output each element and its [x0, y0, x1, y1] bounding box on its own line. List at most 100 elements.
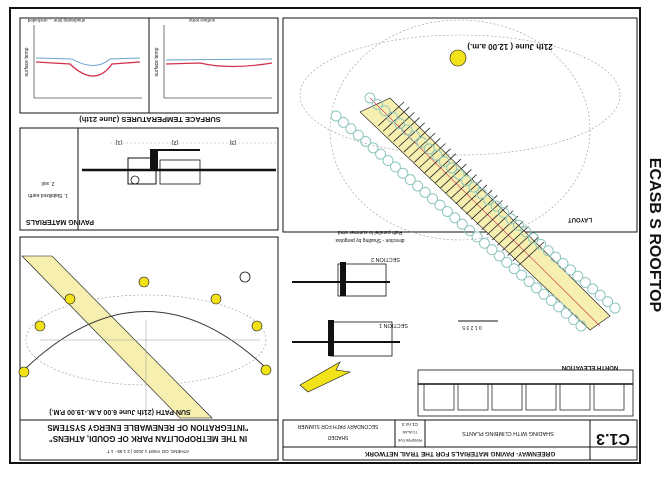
- tree-left: [419, 186, 431, 198]
- tree-left: [516, 269, 528, 281]
- temp-chart-right: surface temp surface temp: [154, 18, 273, 99]
- tree-left: [530, 282, 542, 294]
- project-title-line2: IN THE METROPOLITAN PARK OF GOUDI, ATHEN…: [49, 434, 247, 443]
- pergola-slat: [408, 132, 436, 158]
- layout-sun: [449, 49, 467, 67]
- chart-curve-blue: [35, 57, 141, 66]
- tree-left: [553, 301, 565, 313]
- tree-right: [512, 219, 524, 231]
- tree-right: [550, 251, 562, 263]
- sun-position: [260, 364, 272, 376]
- footer-ref-2: TO ALAN: [402, 430, 417, 434]
- paving-section-drawing: [82, 142, 276, 185]
- pergola-slat: [393, 117, 420, 142]
- tree-left: [427, 193, 439, 205]
- chart-ylabel: surface temp: [154, 47, 160, 76]
- pergola-slat: [419, 143, 446, 168]
- pergola-slat: [398, 122, 426, 148]
- tree-right: [542, 245, 554, 257]
- chart-curve-blue: [165, 58, 273, 61]
- temp-chart-left: shadowing time ... unshaded surface temp: [24, 18, 142, 99]
- tree-right: [423, 143, 435, 155]
- wind-arrow: [299, 361, 352, 393]
- side-title: ECASB S ROOFTOP: [646, 158, 663, 313]
- scale-bar-label: 0 1 2 3 5: [462, 324, 482, 330]
- paving-label-3: [3]: [229, 139, 236, 145]
- paving-note-2: 2. soil: [41, 180, 54, 186]
- pergola-hatch: [377, 101, 545, 267]
- footer-ref: C1 no 3: [402, 422, 418, 427]
- tree-right: [371, 98, 383, 110]
- tree-right: [431, 149, 443, 161]
- tree-right: [564, 264, 576, 276]
- footer-bar: [282, 419, 638, 461]
- tree-left: [441, 205, 453, 217]
- chart-curve-red: [165, 62, 273, 68]
- layout-drawing: [299, 19, 621, 331]
- pergola-slat: [496, 220, 524, 246]
- tree-right: [527, 232, 539, 244]
- pergola-slat: [382, 106, 410, 132]
- footer-title: GREENWAY- PAVING MATERIALS FOR THE TRAIL…: [364, 450, 555, 457]
- panel-title-layout: LAYOUT: [568, 216, 592, 222]
- tree-right: [394, 117, 406, 129]
- chart-ylabel: surface temp: [24, 47, 30, 76]
- tree-left: [568, 314, 580, 326]
- layout-path: [359, 97, 611, 331]
- sheet-code: C1.3: [596, 430, 630, 447]
- tree-right: [505, 213, 517, 225]
- panel-title-paving: PAVING MATERIALS: [26, 218, 94, 225]
- tree-left: [471, 231, 483, 243]
- tree-left: [404, 174, 416, 186]
- pergola-slat: [445, 169, 472, 194]
- tree-left: [560, 307, 572, 319]
- tree-right: [535, 238, 547, 250]
- footer-ref-3: PERSPEKTIVE: [397, 438, 422, 442]
- paving-panel: [19, 127, 279, 231]
- footer-secondary: SECONDARY PATH FOR SUMMER: [297, 423, 378, 429]
- pergola-slat: [450, 174, 477, 199]
- direction-note-1: Path parallel to summer wind: [338, 229, 403, 235]
- layout-sun-label: 21th June ( 12.00 a.m.): [467, 42, 553, 51]
- tree-left: [412, 180, 424, 192]
- pergola-slat: [512, 236, 540, 262]
- pergola-slat: [465, 189, 493, 215]
- tree-right: [498, 207, 510, 219]
- paving-label-2: [2]: [171, 139, 178, 145]
- tree-left: [367, 142, 379, 154]
- tree-left: [456, 218, 468, 230]
- tree-left: [478, 237, 490, 249]
- tree-left: [538, 288, 550, 300]
- pergola-slat: [491, 215, 519, 241]
- project-authors: ATHENS, OG YAER 1 2020 | 2 1 99 - 1 T: [107, 449, 189, 454]
- tree-left: [389, 161, 401, 173]
- tree-right: [579, 277, 591, 289]
- footer-shaded: SHADED: [327, 434, 348, 440]
- tree-right: [587, 283, 599, 295]
- tree-left: [575, 320, 587, 332]
- sections-drawing: [292, 262, 400, 393]
- tree-left: [434, 199, 446, 211]
- pergola-slat: [439, 163, 467, 189]
- pergola-slat: [429, 153, 457, 179]
- pergola-slat: [388, 112, 415, 137]
- tree-right: [453, 168, 465, 180]
- footer-shading: SHADING WITH CLIMBING PLANTS: [462, 430, 554, 436]
- pergola-slat: [517, 241, 545, 267]
- tree-right: [475, 187, 487, 199]
- tree-right: [386, 111, 398, 123]
- pergola-slat: [481, 205, 508, 230]
- tree-left: [493, 250, 505, 262]
- pergola-slat: [414, 138, 441, 163]
- project-title-line1: "INTEGRATION OF RENEWABLE ENERGY SYSTEMS: [47, 423, 249, 432]
- tree-left: [337, 116, 349, 128]
- sun-position: [210, 293, 222, 305]
- tree-left: [523, 275, 535, 287]
- tree-right: [379, 105, 391, 117]
- tree-right: [490, 200, 502, 212]
- panel-title-surface-temp: SURFACE TEMPERATURES (June 21th): [79, 115, 221, 124]
- tree-right: [409, 130, 421, 142]
- chart-legend: shadowing time ... unshaded: [27, 18, 85, 23]
